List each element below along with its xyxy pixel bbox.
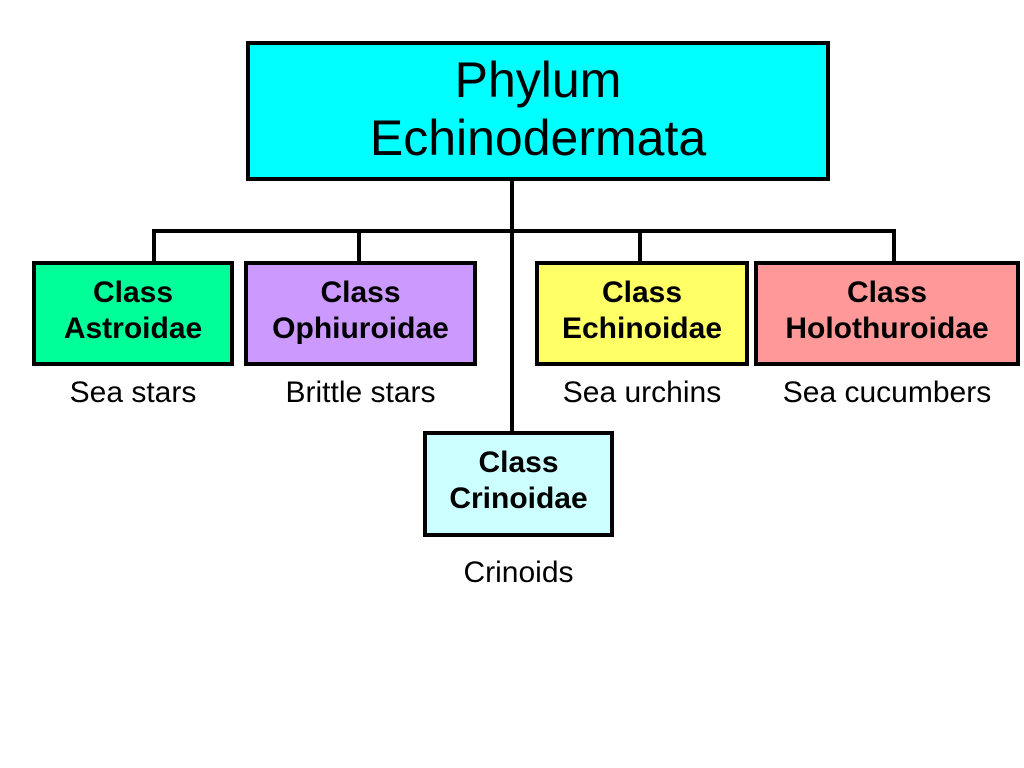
class-node-echinoidae: Class Echinoidae: [535, 261, 749, 366]
common-name-astroidae: Sea stars: [69, 376, 197, 409]
class-node-label-line1: Class: [320, 275, 401, 309]
class-node-label-line2: Ophiuroidae: [272, 311, 449, 345]
branch-drop-holothuroidae: [892, 229, 896, 263]
branch-drop-ophiuroidae: [357, 229, 361, 263]
class-node-crinoidae: Class Crinoidae: [423, 431, 614, 537]
branch-horizontal-line: [152, 229, 896, 233]
class-node-label-line2: Crinoidae: [449, 482, 588, 515]
class-node-label-line1: Class: [92, 275, 174, 309]
phylum-label-line2: Echinodermata: [369, 110, 707, 166]
phylum-node: Phylum Echinodermata: [246, 41, 830, 181]
class-node-astroidae: Class Astroidae: [32, 261, 234, 366]
class-node-label-line2: Holothuroidae: [785, 311, 989, 345]
branch-drop-astroidae: [152, 229, 156, 263]
class-node-label-line2: Astroidae: [63, 311, 203, 345]
common-name-holothuroidae: Sea cucumbers: [782, 376, 992, 409]
common-name-echinoidae: Sea urchins: [562, 376, 722, 409]
common-name-crinoidae: Crinoids: [463, 556, 574, 589]
common-name-ophiuroidae: Brittle stars: [285, 376, 436, 409]
phylum-label-line1: Phylum: [454, 52, 622, 108]
class-node-holothuroidae: Class Holothuroidae: [754, 261, 1020, 366]
root-trunk-line: [510, 181, 514, 434]
class-node-label-line1: Class: [846, 275, 928, 309]
class-node-label-line1: Class: [478, 446, 559, 479]
branch-drop-echinoidae: [638, 229, 642, 263]
class-node-ophiuroidae: Class Ophiuroidae: [244, 261, 477, 366]
class-node-label-line2: Echinoidae: [561, 311, 723, 345]
class-node-label-line1: Class: [601, 275, 683, 309]
